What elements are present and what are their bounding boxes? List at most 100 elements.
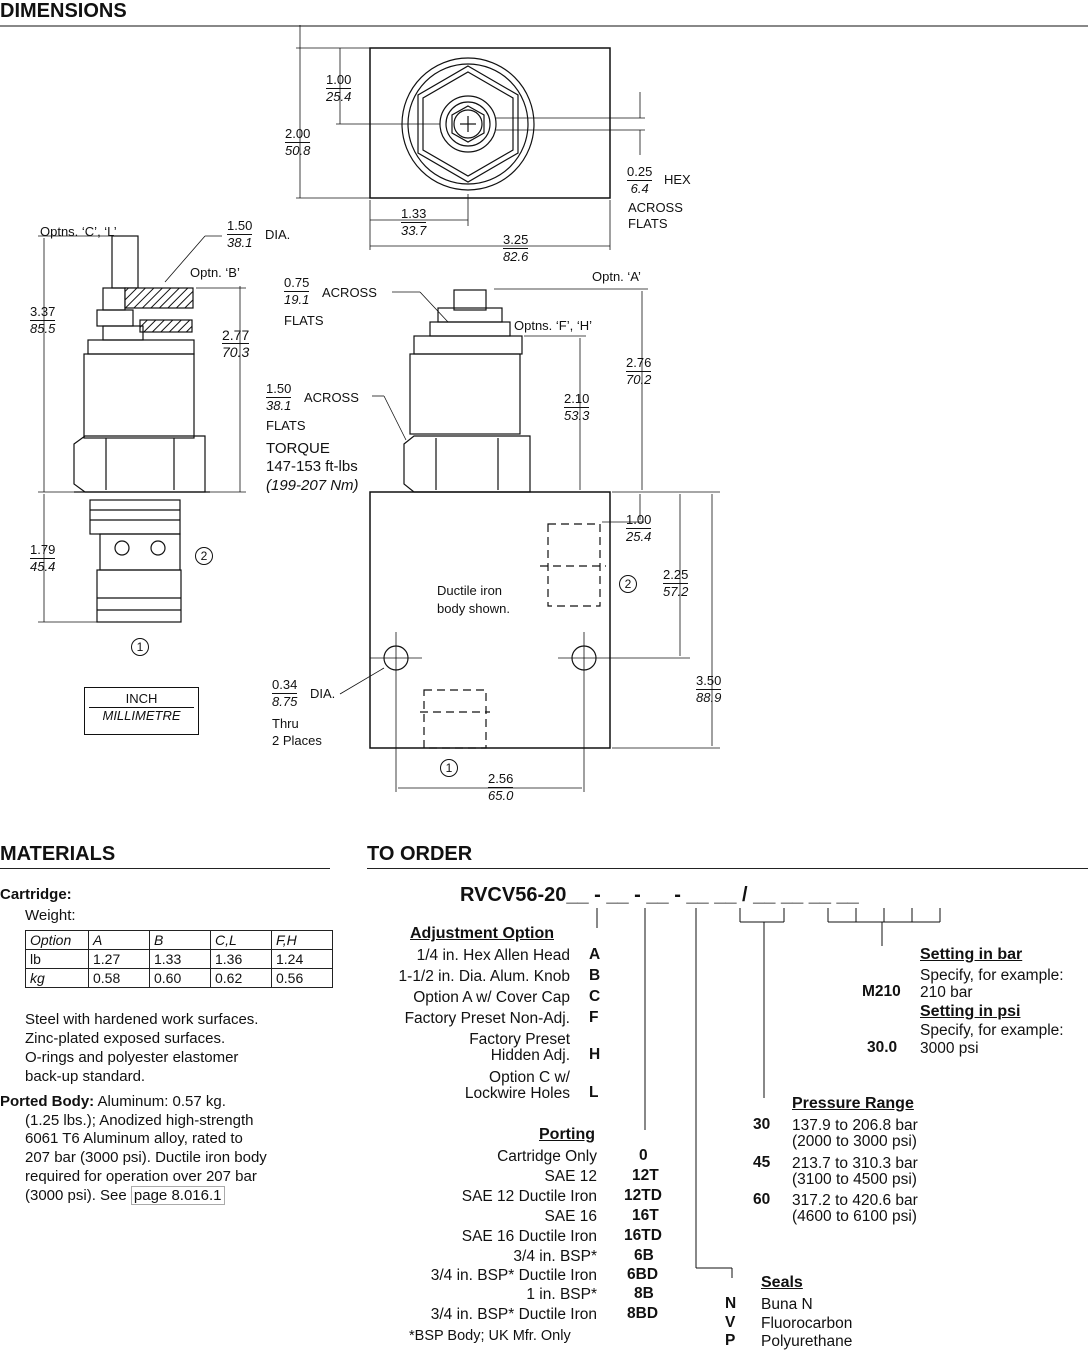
pressure-bar-30: 137.9 to 206.8 bar bbox=[792, 1117, 918, 1134]
weight-label: Weight: bbox=[25, 907, 76, 924]
adjust-item-h-1: Factory Preset bbox=[469, 1031, 570, 1048]
cartridge-text-4: back-up standard. bbox=[25, 1068, 146, 1085]
manifold-body bbox=[369, 491, 611, 749]
porting-item-6: 3/4 in. BSP* Ductile Iron bbox=[430, 1267, 597, 1284]
pressure-code-60: 60 bbox=[753, 1191, 771, 1208]
model-number: RVCV56-20 bbox=[460, 884, 567, 906]
porting-code-3: 16T bbox=[632, 1207, 659, 1224]
seal-label-p: Polyurethane bbox=[761, 1333, 853, 1350]
page-link[interactable]: page 8.016.1 bbox=[130, 1186, 225, 1205]
setting-psi-text-2: 3000 psi bbox=[920, 1040, 979, 1057]
table-cell: 1.27 bbox=[88, 949, 150, 969]
seal-code-n: N bbox=[725, 1295, 737, 1312]
porting-item-7: 1 in. BSP* bbox=[526, 1286, 597, 1303]
hex-flats-label: FLATS bbox=[628, 216, 668, 231]
pressure-code-30: 30 bbox=[753, 1116, 771, 1133]
materials-title: MATERIALS bbox=[0, 843, 116, 865]
pressure-psi-45: (3100 to 4500 psi) bbox=[792, 1171, 917, 1188]
ported-body-text-1: (1.25 lbs.); Anodized high-strength bbox=[25, 1112, 254, 1129]
side-callout-2: 2 bbox=[195, 547, 213, 565]
flats-b-across: ACROSS bbox=[304, 390, 359, 405]
table-header-cell: C,L bbox=[210, 930, 272, 950]
ported-body-first: Aluminum: 0.57 kg. bbox=[97, 1093, 226, 1110]
seal-code-v: V bbox=[725, 1314, 736, 1331]
adjustment-title: Adjustment Option bbox=[410, 925, 554, 942]
to-order-title: TO ORDER bbox=[367, 843, 473, 865]
adjust-item-a: 1/4 in. Hex Allen Head bbox=[416, 947, 570, 964]
body-note-2: body shown. bbox=[437, 601, 510, 616]
table-header-cell: Option bbox=[25, 930, 89, 950]
adjust-item-l-2: Lockwire Holes bbox=[464, 1085, 570, 1102]
setting-bar-title: Setting in bar bbox=[920, 946, 1023, 963]
setting-psi-title: Setting in psi bbox=[920, 1003, 1021, 1020]
adjust-item-b: 1-1/2 in. Dia. Alum. Knob bbox=[398, 968, 570, 985]
cartridge-text-3: O-rings and polyester elastomer bbox=[25, 1049, 239, 1066]
table-cell: 0.56 bbox=[271, 968, 333, 988]
porting-code-8: 8BD bbox=[627, 1305, 659, 1322]
adjust-item-c: Option A w/ Cover Cap bbox=[413, 989, 570, 1006]
cartridge-label: Cartridge: bbox=[0, 886, 72, 903]
optn-a-label: Optn. ‘A’ bbox=[592, 269, 641, 284]
table-cell: 0.62 bbox=[210, 968, 272, 988]
porting-item-3: SAE 16 bbox=[544, 1208, 597, 1225]
ported-body-last: (3000 psi). See bbox=[25, 1187, 127, 1204]
table-row: lb 1.27 1.33 1.36 1.24 bbox=[25, 949, 333, 969]
table-header-cell: B bbox=[149, 930, 211, 950]
adjust-code-h: H bbox=[589, 1046, 601, 1063]
porting-footnote: *BSP Body; UK Mfr. Only bbox=[409, 1328, 571, 1344]
pressure-code-45: 45 bbox=[753, 1154, 771, 1171]
seal-code-p: P bbox=[725, 1332, 736, 1349]
porting-code-4: 16TD bbox=[624, 1227, 662, 1244]
front-callout-2: 2 bbox=[619, 575, 637, 593]
pressure-bar-45: 213.7 to 310.3 bar bbox=[792, 1155, 918, 1172]
table-cell: kg bbox=[25, 968, 89, 988]
pressure-psi-30: (2000 to 3000 psi) bbox=[792, 1133, 917, 1150]
top-view-body bbox=[369, 47, 611, 199]
pressure-range-title: Pressure Range bbox=[792, 1095, 914, 1112]
porting-code-2: 12TD bbox=[624, 1187, 662, 1204]
table-cell: 0.60 bbox=[149, 968, 211, 988]
front-callout-1: 1 bbox=[440, 759, 458, 777]
ported-body-last-line: (3000 psi). See page 8.016.1 bbox=[25, 1186, 225, 1205]
optn-b-label: Optn. ‘B’ bbox=[190, 265, 240, 280]
setting-bar-text-1: Specify, for example: bbox=[920, 967, 1064, 984]
porting-item-5: 3/4 in. BSP* bbox=[513, 1248, 597, 1265]
body-note-1: Ductile iron bbox=[437, 583, 503, 598]
setting-bar-text-2: 210 bar bbox=[920, 984, 973, 1001]
porting-code-5: 6B bbox=[634, 1247, 654, 1264]
porting-code-1: 12T bbox=[632, 1167, 659, 1184]
table-cell: 1.36 bbox=[210, 949, 272, 969]
optns-fh-label: Optns. ‘F’, ‘H’ bbox=[514, 318, 593, 333]
torque-ftlbs: 147-153 ft-lbs bbox=[266, 458, 358, 475]
model-code: RVCV56-20__ - __ - __ - __ __ / __ __ __… bbox=[460, 884, 859, 907]
table-cell: lb bbox=[25, 949, 89, 969]
ported-body-label: Ported Body: bbox=[0, 1093, 95, 1110]
hole-thru-label: Thru bbox=[272, 716, 299, 731]
dimensions-title: DIMENSIONS bbox=[0, 0, 127, 22]
hex-label: HEX bbox=[664, 172, 691, 187]
table-cell: 0.58 bbox=[88, 968, 150, 988]
setting-bar-code: M210 bbox=[862, 983, 901, 1000]
model-blanks: __ - __ - __ - __ __ / __ __ __ __ bbox=[566, 884, 859, 906]
table-header-cell: F,H bbox=[271, 930, 333, 950]
cartridge-text-2: Zinc-plated exposed surfaces. bbox=[25, 1030, 226, 1047]
porting-item-8: 3/4 in. BSP* Ductile Iron bbox=[430, 1306, 597, 1323]
seal-label-v: Fluorocarbon bbox=[761, 1315, 853, 1332]
table-cell: 1.24 bbox=[271, 949, 333, 969]
porting-code-7: 8B bbox=[634, 1285, 654, 1302]
